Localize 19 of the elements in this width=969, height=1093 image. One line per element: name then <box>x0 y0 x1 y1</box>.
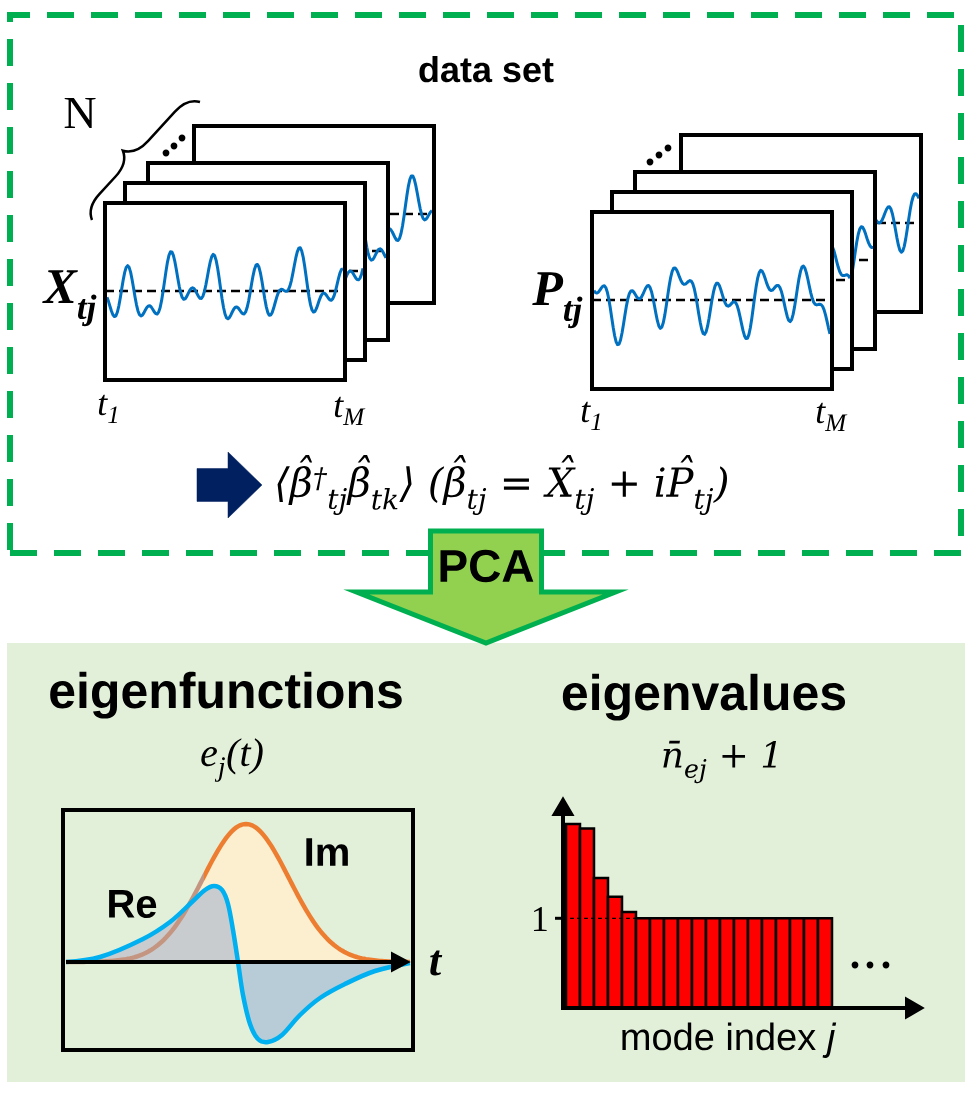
formula: e$_{j}$(t) <box>201 738 263 782</box>
heading: eigenvalues <box>562 673 846 721</box>
axis-title: mode index j <box>622 1022 837 1058</box>
axis-label: t$_{M}$ <box>334 396 366 425</box>
axis-label: t$_{1}$ <box>98 394 118 424</box>
axis-label: t <box>430 950 443 976</box>
axis-label: X$_{tj}$ <box>42 270 97 327</box>
heading: data set <box>419 55 554 83</box>
formula: ⟨β̂$^{†}$$_{tj}$β̂$_{tk}$⟩ (β̂$_{tj}$ = X̂$_{tj}$ + iP̂$_{tj}$) <box>277 455 727 515</box>
axis-label: t$_{1}$ <box>581 401 601 431</box>
formula: n̄$_{ej}$ + 1 <box>663 740 777 784</box>
block-arrow <box>343 528 629 646</box>
axis-label: P$_{tj}$ <box>532 272 583 329</box>
symbol-label: N <box>64 97 96 129</box>
heading: eigenfunctions <box>50 671 402 719</box>
edge-label: PCA <box>440 549 534 583</box>
block-arrow <box>196 451 263 519</box>
tick-label: 1 <box>533 907 547 931</box>
axis-label: t$_{M}$ <box>816 402 848 431</box>
